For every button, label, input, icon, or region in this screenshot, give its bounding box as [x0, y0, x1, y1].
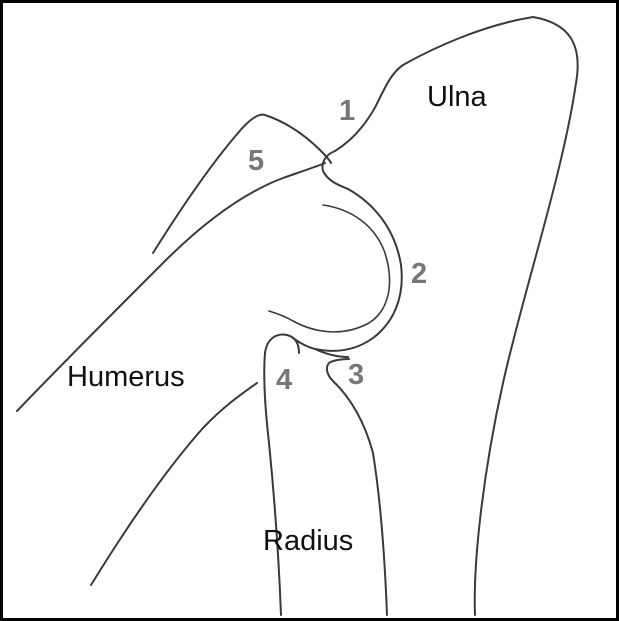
marker-4: 4 — [276, 366, 292, 395]
ulna-label: Ulna — [427, 83, 487, 112]
marker-5: 5 — [248, 147, 264, 176]
ulna-articular-line — [269, 205, 390, 332]
humerus-lower-edge — [91, 383, 257, 585]
radius-label: Radius — [263, 527, 353, 556]
humerus-label: Humerus — [67, 363, 185, 392]
marker-3: 3 — [348, 361, 364, 390]
radius-right-edge — [327, 359, 387, 615]
humerus-spur — [153, 115, 331, 253]
marker-2: 2 — [411, 260, 427, 289]
marker-1: 1 — [339, 97, 355, 126]
elbow-diagram: Ulna Humerus Radius 1 2 3 4 5 — [3, 3, 616, 618]
